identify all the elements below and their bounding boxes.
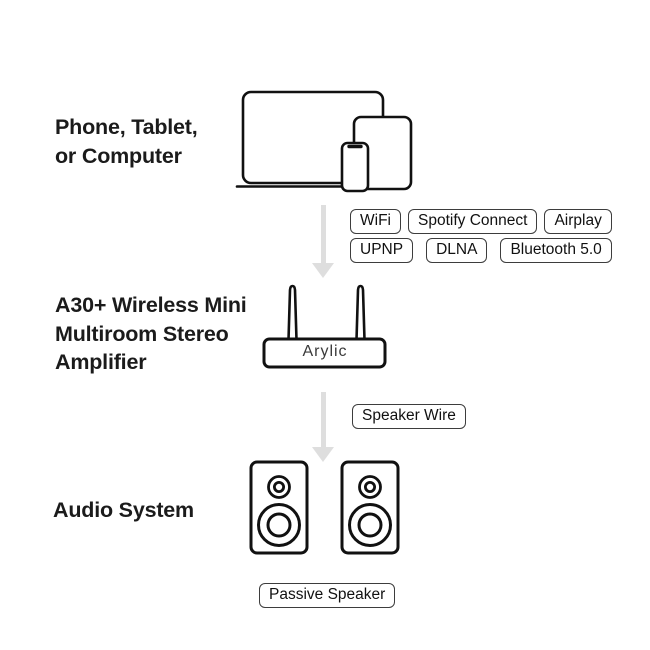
badge-dlna: DLNA xyxy=(426,238,488,263)
badge-wifi: WiFi xyxy=(350,209,401,234)
badge-spotify-connect: Spotify Connect xyxy=(408,209,538,234)
arrow-shaft xyxy=(320,205,326,263)
stereo-speakers-icon xyxy=(246,458,402,563)
badge-upnp: UPNP xyxy=(350,238,414,263)
source-devices-label-line1: Phone, Tablet, xyxy=(55,115,198,139)
badge-speaker-wire: Speaker Wire xyxy=(352,404,466,429)
down-arrow-icon xyxy=(312,205,334,278)
source-devices-label: Phone, Tablet, or Computer xyxy=(55,113,198,170)
amplifier-label-line3: Amplifier xyxy=(55,350,147,374)
arrow-head xyxy=(312,447,334,462)
wifi-amplifier-icon xyxy=(262,283,390,376)
badge-row-1: WiFi Spotify Connect Airplay xyxy=(350,209,612,234)
source-devices-label-line2: or Computer xyxy=(55,143,182,168)
audio-system-label: Audio System xyxy=(53,496,194,525)
amplifier-label-line1: A30+ Wireless Mini xyxy=(55,293,247,317)
amplifier-label-line2: Multiroom Stereo xyxy=(55,321,229,346)
arrow-shaft xyxy=(320,392,326,447)
amplifier-label: A30+ Wireless Mini Multiroom Stereo Ampl… xyxy=(55,291,247,377)
down-arrow-icon xyxy=(312,392,334,462)
arrow-head xyxy=(312,263,334,278)
audio-system-label-text: Audio System xyxy=(53,498,194,522)
amplifier-brand-text: Arylic xyxy=(302,343,348,360)
badge-row-2: UPNP DLNA Bluetooth 5.0 xyxy=(350,238,612,263)
wireless-protocol-badges: WiFi Spotify Connect Airplay UPNP DLNA B… xyxy=(350,209,612,263)
badge-bluetooth: Bluetooth 5.0 xyxy=(500,238,612,263)
laptop-tablet-phone-icon xyxy=(233,86,415,201)
badge-passive-speaker: Passive Speaker xyxy=(259,583,396,608)
badge-airplay: Airplay xyxy=(544,209,612,234)
